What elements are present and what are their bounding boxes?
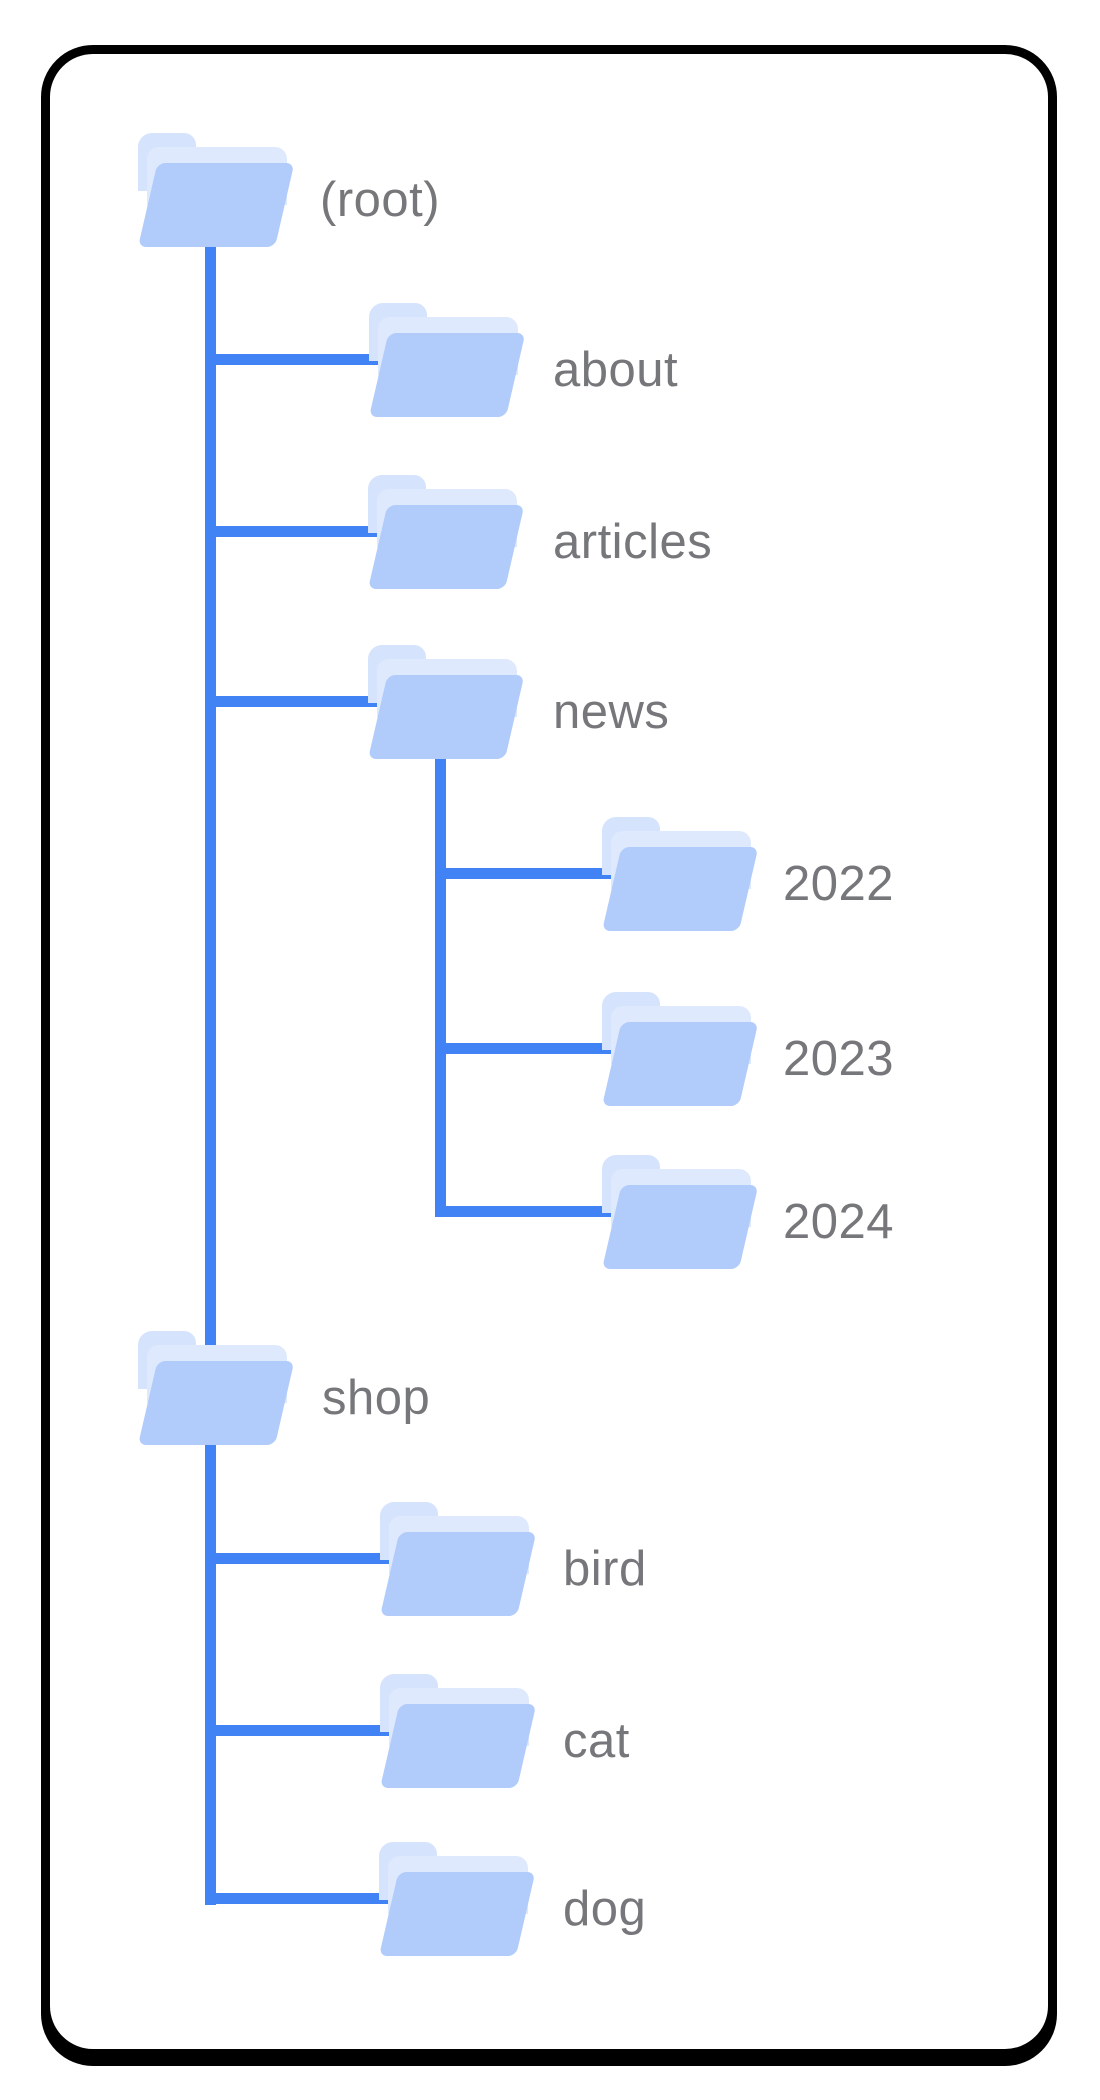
- connector-branch-2023: [435, 1043, 625, 1054]
- folder-icon-2024: [602, 1155, 759, 1269]
- folder-label-about: about: [553, 343, 679, 397]
- folder-icon-about: [369, 303, 526, 417]
- folder-icon-bird: [380, 1502, 537, 1616]
- folder-label-root: (root): [320, 173, 441, 227]
- folder-label-shop: shop: [322, 1371, 431, 1425]
- folder-front: [602, 1185, 759, 1269]
- folder-label-bird: bird: [563, 1542, 647, 1596]
- folder-icon-news: [368, 645, 525, 759]
- connector-trunk-root: [205, 238, 216, 1905]
- connector-branch-news: [205, 696, 405, 707]
- folder-front: [602, 1022, 759, 1106]
- folder-icon-2023: [602, 992, 759, 1106]
- connector-branch-cat: [205, 1725, 415, 1736]
- folder-label-dog: dog: [563, 1882, 647, 1936]
- folder-label-2024: 2024: [783, 1195, 895, 1249]
- folder-label-2023: 2023: [783, 1032, 895, 1086]
- folder-label-articles: articles: [553, 515, 713, 569]
- folder-icon-dog: [379, 1842, 536, 1956]
- folder-icon-2022: [602, 817, 759, 931]
- connector-trunk-news: [435, 740, 446, 1217]
- folder-front: [368, 505, 525, 589]
- folder-label-2022: 2022: [783, 857, 895, 911]
- connector-branch-bird: [205, 1553, 415, 1564]
- connector-branch-dog: [205, 1893, 415, 1904]
- connector-branch-2024: [435, 1206, 625, 1217]
- folder-front: [602, 847, 759, 931]
- folder-icon-root: [138, 133, 295, 247]
- connector-branch-about: [205, 354, 405, 365]
- folder-icon-cat: [380, 1674, 537, 1788]
- folder-front: [379, 1872, 536, 1956]
- folder-front: [138, 163, 295, 247]
- folder-icon-articles: [368, 475, 525, 589]
- folder-front: [369, 333, 526, 417]
- folder-front: [138, 1361, 295, 1445]
- folder-front: [380, 1532, 537, 1616]
- connector-branch-2022: [435, 868, 625, 879]
- folder-icon-shop: [138, 1331, 295, 1445]
- folder-front: [380, 1704, 537, 1788]
- folder-label-cat: cat: [563, 1714, 630, 1768]
- folder-label-news: news: [553, 685, 670, 739]
- folder-front: [368, 675, 525, 759]
- connector-branch-articles: [205, 526, 405, 537]
